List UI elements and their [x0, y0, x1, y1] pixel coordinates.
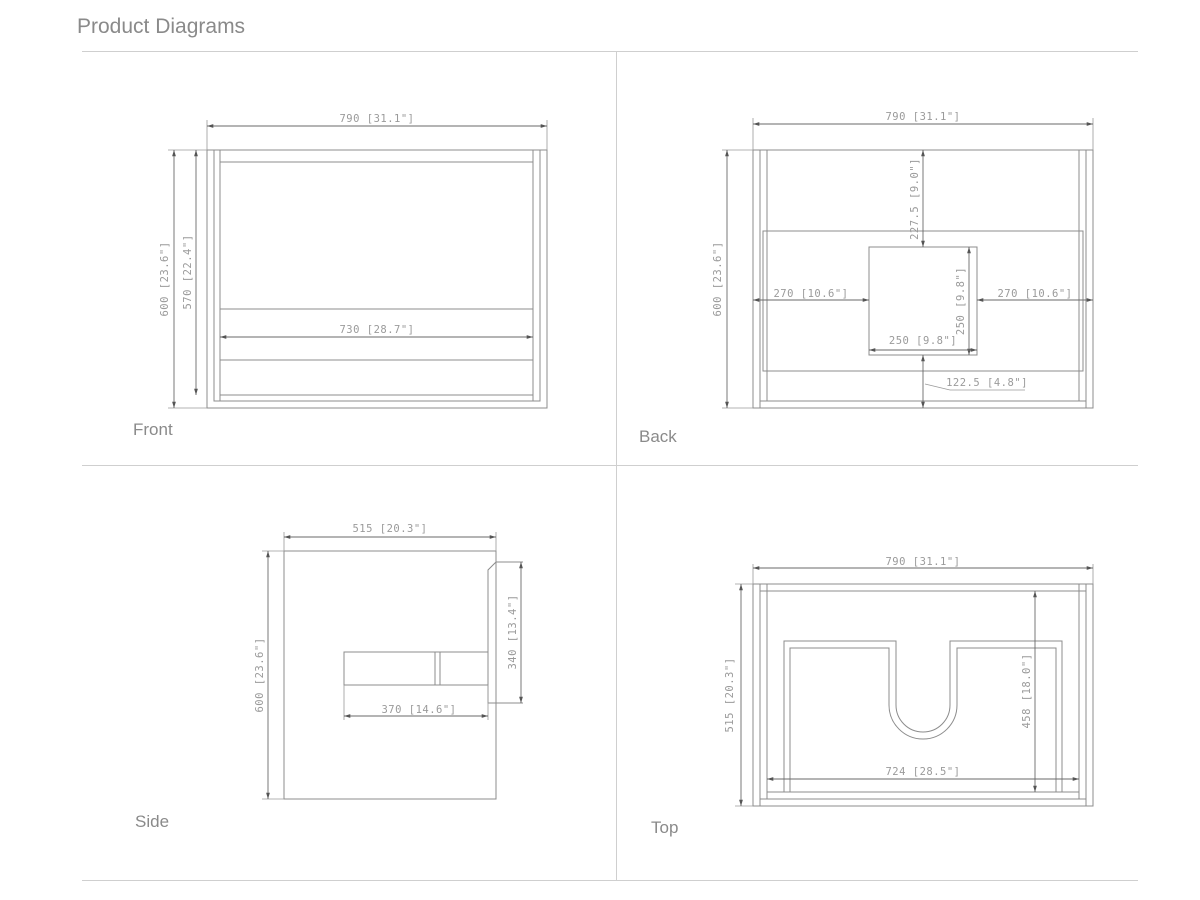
back-height-dimension: 600 [23.6"] — [712, 149, 753, 409]
back-top-gap-label: 227.5 [9.0"] — [909, 158, 921, 240]
back-cutout-height-dimension: 250 [9.8"] — [955, 247, 971, 355]
back-bottom-label: 122.5 [4.8"] — [946, 377, 1028, 389]
back-cutout-height-label: 250 [9.8"] — [955, 267, 967, 335]
back-left-label: 270 [10.6"] — [773, 288, 848, 300]
front-drawer-width-dimension: 730 [28.7"] — [220, 324, 533, 339]
front-width-label: 790 [31.1"] — [339, 113, 414, 125]
side-height-label: 600 [23.6"] — [254, 637, 266, 712]
top-depth-dimension: 515 [20.3"] — [724, 583, 753, 807]
side-drawer-label: 370 [14.6"] — [381, 704, 456, 716]
bottom-divider — [82, 880, 1138, 881]
front-inner-height-label: 570 [22.4"] — [182, 234, 194, 309]
front-view-label: Front — [133, 420, 173, 439]
top-inner-depth-label: 458 [18.0"] — [1021, 653, 1033, 728]
side-front-height-label: 340 [13.4"] — [507, 594, 519, 669]
side-front-height-dimension: 340 [13.4"] — [507, 562, 523, 703]
top-depth-label: 515 [20.3"] — [724, 657, 736, 732]
front-view-drawing: 790 [31.1"] 600 [23.6"] 570 [22.4"] 730 … — [159, 113, 548, 409]
side-view-drawing: 515 [20.3"] 600 [23.6"] 370 [14.6"] 340 … — [254, 523, 523, 800]
back-width-label: 790 [31.1"] — [885, 111, 960, 123]
back-bottom-dimension: 122.5 [4.8"] — [921, 355, 1028, 408]
side-height-dimension: 600 [23.6"] — [254, 550, 284, 800]
back-view-drawing: 790 [31.1"] 600 [23.6"] 227.5 [9.0"] 270… — [712, 111, 1094, 409]
side-drawer-dimension: 370 [14.6"] — [343, 685, 489, 720]
top-inner-depth-dimension: 458 [18.0"] — [1021, 591, 1037, 792]
title-divider — [82, 51, 1138, 52]
top-width-label: 790 [31.1"] — [885, 556, 960, 568]
back-top-gap-dimension: 227.5 [9.0"] — [909, 150, 925, 247]
front-height-dimension: 600 [23.6"] — [159, 149, 207, 409]
back-width-dimension: 790 [31.1"] — [752, 111, 1094, 150]
back-cutout-width-label: 250 [9.8"] — [889, 335, 957, 347]
top-width-dimension: 790 [31.1"] — [752, 556, 1094, 584]
top-view-drawing: 790 [31.1"] 515 [20.3"] 458 [18.0"] 724 … — [724, 556, 1094, 807]
page-title: Product Diagrams — [77, 15, 246, 38]
back-left-dimension: 270 [10.6"] — [753, 288, 869, 302]
top-inner-width-dimension: 724 [28.5"] — [767, 766, 1079, 781]
back-view-label: Back — [639, 427, 677, 446]
back-right-label: 270 [10.6"] — [997, 288, 1072, 300]
back-height-label: 600 [23.6"] — [712, 241, 724, 316]
top-view-label: Top — [651, 818, 679, 837]
front-drawer-width-label: 730 [28.7"] — [339, 324, 414, 336]
back-cutout-width-dimension: 250 [9.8"] — [869, 335, 977, 352]
side-depth-label: 515 [20.3"] — [352, 523, 427, 535]
top-inner-width-label: 724 [28.5"] — [885, 766, 960, 778]
front-height-label: 600 [23.6"] — [159, 241, 171, 316]
back-right-dimension: 270 [10.6"] — [977, 288, 1093, 302]
front-inner-height-dimension: 570 [22.4"] — [182, 150, 198, 395]
vertical-divider — [616, 52, 617, 880]
side-view-label: Side — [135, 812, 170, 831]
side-depth-dimension: 515 [20.3"] — [283, 523, 497, 551]
front-width-dimension: 790 [31.1"] — [206, 113, 548, 150]
middle-divider — [82, 465, 1138, 466]
